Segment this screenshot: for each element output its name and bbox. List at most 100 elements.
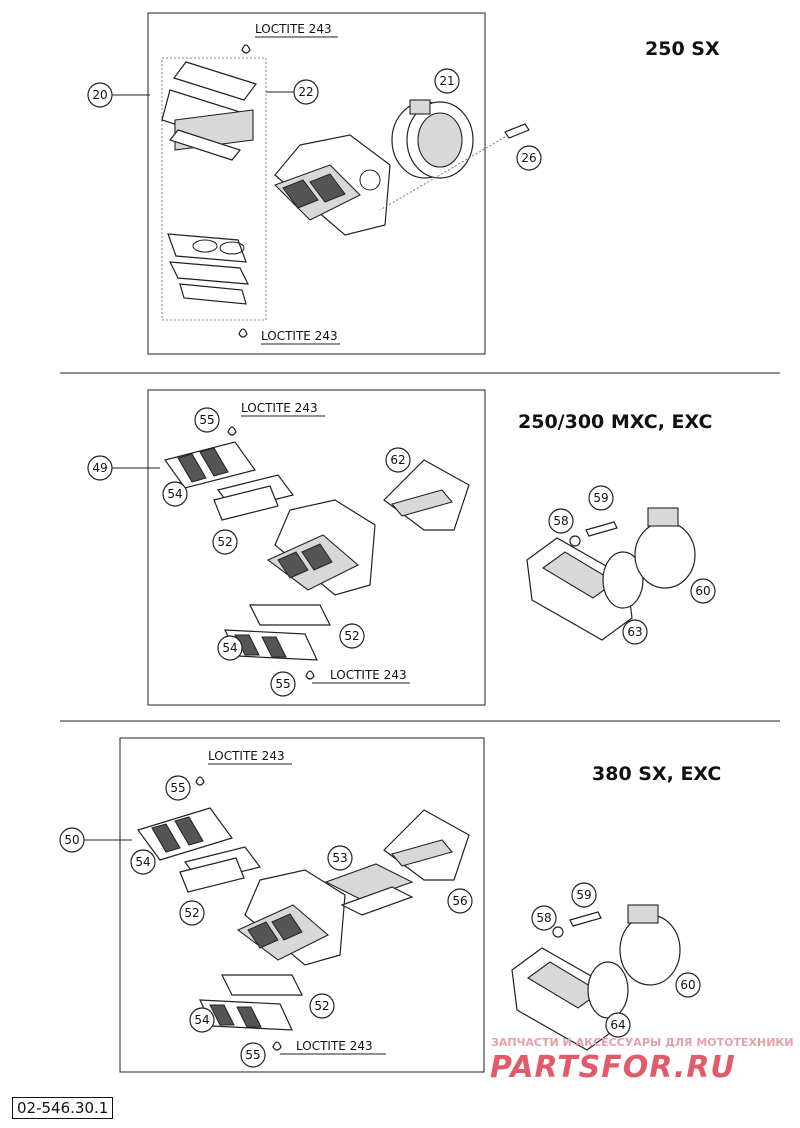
reed-petals [164,441,295,521]
svg-text:56: 56 [452,894,467,908]
loctite-drop-icon [238,328,248,338]
callout: 55 [270,671,296,697]
callout: 58 [548,508,574,534]
loctite-label: LOCTITE 243 [296,1039,373,1053]
svg-text:53: 53 [332,851,347,865]
svg-text:52: 52 [184,906,199,920]
model-title-250-300: 250/300 MXC, EXC [518,411,712,433]
reed-valve-block [236,869,346,966]
screw [504,123,530,139]
flow-deflector [383,459,470,531]
callout: 55 [165,775,191,801]
washer [569,535,581,547]
svg-text:52: 52 [217,535,232,549]
svg-text:54: 54 [194,1013,209,1027]
reed-plates [161,61,257,305]
svg-text:63: 63 [627,625,642,639]
section-2-frame [147,389,486,706]
callout: 58 [531,905,557,931]
svg-text:52: 52 [344,629,359,643]
loctite-label: LOCTITE 243 [255,22,332,36]
svg-text:60: 60 [680,978,695,992]
svg-text:59: 59 [593,491,608,505]
callout: 50 [59,827,85,853]
svg-text:26: 26 [521,151,536,165]
loctite-drop-icon [241,44,251,54]
callout: 53 [327,845,353,871]
callout: 63 [622,619,648,645]
svg-text:59: 59 [576,888,591,902]
model-title-380: 380 SX, EXC [592,763,721,785]
screw [569,911,602,927]
flow-deflector [383,809,470,881]
callout: 52 [339,623,365,649]
svg-text:55: 55 [275,677,290,691]
svg-text:58: 58 [553,514,568,528]
intake-flange [511,904,681,1051]
watermark-logo: PARTSFOR.RU [490,1050,736,1085]
intake-boot [391,99,474,179]
loctite-drop-icon [227,426,237,436]
model-title-250sx: 250 SX [645,38,720,60]
screw [585,521,618,537]
callout: 60 [690,578,716,604]
callout: 54 [217,635,243,661]
reed-petals [199,974,303,1031]
watermark-tagline: ЗАПЧАСТИ И АКСЕССУАРЫ ДЛЯ МОТОТЕХНИКИ [491,1036,794,1049]
loctite-label: LOCTITE 243 [261,329,338,343]
loctite-label: LOCTITE 243 [330,668,407,682]
svg-text:50: 50 [64,833,79,847]
loctite-label: LOCTITE 243 [241,401,318,415]
svg-text:22: 22 [298,85,313,99]
callout: 54 [189,1007,215,1033]
loctite-label: LOCTITE 243 [208,749,285,763]
svg-text:54: 54 [167,487,182,501]
svg-text:55: 55 [170,781,185,795]
callout: 22 [293,79,319,105]
svg-text:62: 62 [390,453,405,467]
svg-text:54: 54 [222,641,237,655]
callout: 20 [87,82,113,108]
reed-petals [224,604,331,661]
svg-text:60: 60 [695,584,710,598]
reed-valve-block [274,134,391,236]
washer [552,926,564,938]
intake-flange [526,507,696,641]
callout: 59 [571,882,597,908]
callout: 59 [588,485,614,511]
svg-text:52: 52 [314,999,329,1013]
section-1-frame [147,12,486,355]
loctite-drop-icon [305,670,315,680]
callout: 54 [162,481,188,507]
svg-text:54: 54 [135,855,150,869]
callout: 56 [447,888,473,914]
callout: 55 [240,1042,266,1068]
section-3-frame [119,737,485,1073]
callout: 55 [194,407,220,433]
section-1-subframe [161,57,267,321]
spacer-plate [324,863,414,901]
callout: 26 [516,145,542,171]
svg-text:64: 64 [610,1018,625,1032]
reed-petals [137,807,262,893]
callout: 52 [179,900,205,926]
callout: 21 [434,68,460,94]
drawing-reference: 02-546.30.1 [12,1097,114,1119]
callout: 60 [675,972,701,998]
loctite-drop-icon [272,1041,282,1051]
callout: 54 [130,849,156,875]
callout: 52 [212,529,238,555]
callout: 52 [309,993,335,1019]
loctite-drop-icon [195,776,205,786]
callout: 62 [385,447,411,473]
svg-text:55: 55 [199,413,214,427]
callout: 49 [87,455,113,481]
svg-text:20: 20 [92,88,107,102]
reed-valve-block [266,499,376,596]
svg-text:49: 49 [92,461,107,475]
callout: 64 [605,1012,631,1038]
svg-text:55: 55 [245,1048,260,1062]
svg-text:21: 21 [439,74,454,88]
svg-text:58: 58 [536,911,551,925]
